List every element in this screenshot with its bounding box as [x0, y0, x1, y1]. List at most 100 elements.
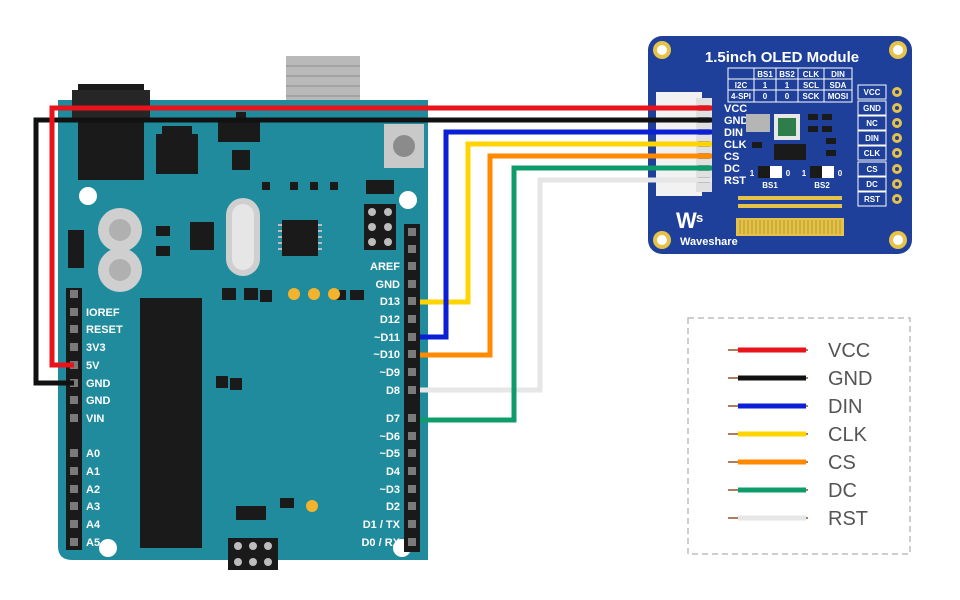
right-pin [408, 368, 416, 376]
table-header: DIN [831, 70, 845, 79]
left-pin-label: 3V3 [86, 342, 106, 354]
right-pin [408, 386, 416, 394]
oled-pin-label: CS [724, 151, 739, 163]
left-pin [70, 538, 78, 546]
arduino-board: AREFGNDD13D12~D11~D10~D9D8D7~D6~D5D4~D3D… [58, 56, 428, 570]
switch-num: 1 [802, 169, 807, 178]
left-pin [70, 414, 78, 422]
table-cell: 0 [763, 92, 768, 101]
left-pin-label: IOREF [86, 307, 120, 319]
table-cell: 4-SPI [731, 92, 751, 101]
left-pin-label: RESET [86, 324, 123, 336]
right-pin-label: D0 / RX [361, 537, 400, 549]
side-pin-label: DIN [865, 134, 879, 143]
side-pin-label: CLK [864, 149, 881, 158]
left-pin-label: A2 [86, 484, 100, 496]
left-pin-label: GND [86, 378, 111, 390]
fpc-pads [736, 218, 844, 236]
side-pin-label: CS [866, 165, 878, 174]
oled-pin-label: RST [724, 175, 746, 187]
side-pin-label: DC [866, 180, 878, 189]
right-pin [408, 297, 416, 305]
dip-chip [140, 298, 202, 548]
right-pin [408, 414, 416, 422]
table-cell: SCL [803, 81, 819, 90]
right-pin-label: ~D3 [380, 484, 401, 496]
table-cell: I2C [735, 81, 748, 90]
table-cell: MOSI [828, 92, 848, 101]
left-pin-label: A0 [86, 448, 100, 460]
left-pin-label: GND [86, 395, 111, 407]
left-pin-label: A1 [86, 466, 100, 478]
left-pin [70, 502, 78, 510]
right-pin-label: D8 [386, 385, 400, 397]
legend-label: DC [828, 480, 857, 502]
wires [33, 105, 712, 423]
mcu-chip [282, 220, 318, 256]
right-pin [408, 262, 416, 270]
mount-hole [399, 191, 417, 209]
right-pin [408, 280, 416, 288]
switch-label: BS1 [762, 181, 778, 190]
left-pin [70, 467, 78, 475]
left-pin [70, 485, 78, 493]
table-cell: 0 [785, 92, 790, 101]
side-pin-label: GND [863, 104, 881, 113]
right-pin-label: D2 [386, 501, 400, 513]
legend-label: CS [828, 452, 856, 474]
oled-pin-label: GND [724, 115, 749, 127]
waveshare-logo: W s [676, 208, 703, 233]
oled-title: 1.5inch OLED Module [705, 49, 859, 66]
right-pin [408, 485, 416, 493]
table-cell: 1 [763, 81, 768, 90]
left-pin [70, 343, 78, 351]
right-pin-label: D4 [386, 466, 401, 478]
left-pin [70, 308, 78, 316]
switch-label: BS2 [814, 181, 830, 190]
brand-label: Waveshare [680, 236, 738, 248]
right-pin-label: D13 [380, 296, 400, 308]
right-pin [408, 315, 416, 323]
legend-label: DIN [828, 396, 862, 418]
table-header: BS1 [757, 70, 773, 79]
left-pin [70, 449, 78, 457]
oled-pin-label: CLK [724, 139, 747, 151]
oled-pin-label: VCC [724, 103, 747, 115]
svg-text:W: W [676, 208, 697, 233]
switch-num: 1 [750, 169, 755, 178]
right-pin [408, 432, 416, 440]
right-pin-label: D12 [380, 314, 400, 326]
right-pin [408, 502, 416, 510]
oled-pin-label: DIN [724, 127, 743, 139]
left-pin-label: A3 [86, 501, 100, 513]
right-pin-label: ~D9 [380, 367, 401, 379]
wire-cs [420, 153, 712, 358]
right-pin-label: ~D6 [380, 431, 401, 443]
right-pin-label: D7 [386, 413, 400, 425]
legend-label: CLK [828, 424, 868, 446]
right-pin-label: ~D11 [374, 332, 400, 344]
table-cell: SCK [803, 92, 820, 101]
right-pin-label: D1 / TX [363, 519, 401, 531]
side-pin-label: RST [864, 195, 880, 204]
right-pin-label: ~D10 [373, 349, 400, 361]
right-pin [408, 333, 416, 341]
right-pin-label: GND [376, 279, 401, 291]
mount-hole [99, 539, 117, 557]
side-pin-label: NC [866, 119, 878, 128]
oled-pin-label: DC [724, 163, 740, 175]
legend-label: GND [828, 368, 872, 390]
right-pin [408, 520, 416, 528]
left-pin [70, 520, 78, 528]
right-pin [408, 449, 416, 457]
right-pin [408, 467, 416, 475]
table-header: BS2 [779, 70, 795, 79]
legend-label: RST [828, 508, 868, 530]
switch-num: 0 [786, 169, 791, 178]
right-pin [408, 538, 416, 546]
left-pin [70, 396, 78, 404]
svg-text:s: s [696, 210, 703, 225]
